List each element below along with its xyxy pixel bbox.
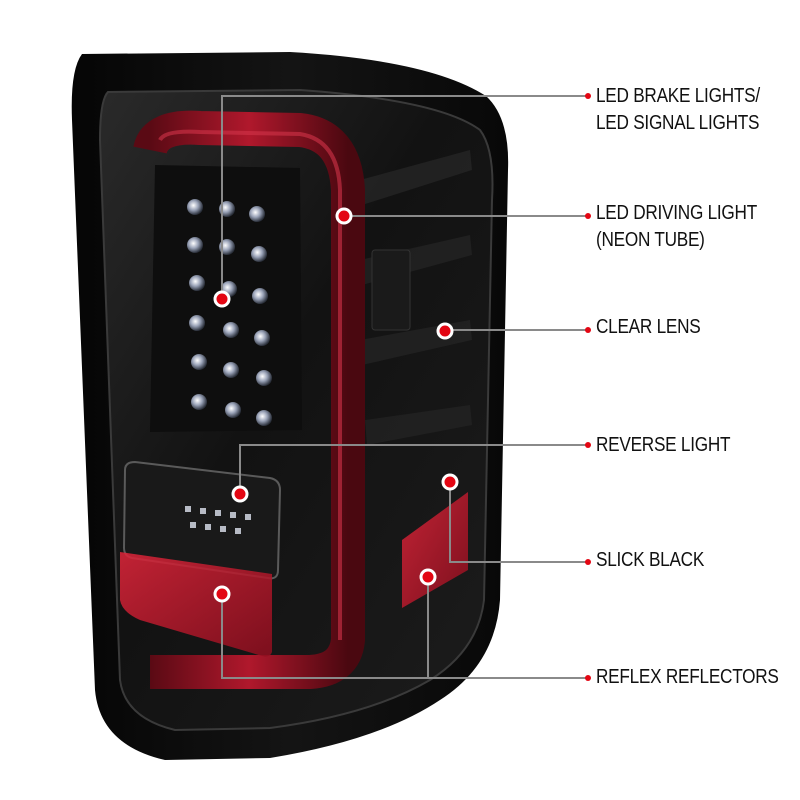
- callout-dot-reflector-left: [213, 585, 231, 603]
- label-line: CLEAR LENS: [596, 316, 701, 338]
- label-led-driving-light: LED DRIVING LIGHT (NEON TUBE): [596, 200, 757, 254]
- label-line: REFLEX REFLECTORS: [596, 666, 779, 688]
- label-reflex-reflectors: REFLEX REFLECTORS: [596, 664, 779, 691]
- leader-line-reflectors: [221, 577, 588, 679]
- callout-end-driving: [585, 213, 591, 219]
- label-slick-black: SLICK BLACK: [596, 547, 704, 574]
- callout-dot-lens: [436, 322, 454, 340]
- callout-dot-brake: [213, 290, 231, 308]
- label-clear-lens: CLEAR LENS: [596, 314, 701, 341]
- label-line: LED BRAKE LIGHTS/: [596, 85, 760, 107]
- neon-tube-light: [133, 110, 365, 689]
- callout-dot-reflector-right: [419, 568, 437, 586]
- label-line: SLICK BLACK: [596, 549, 705, 571]
- callout-dot-driving: [335, 207, 353, 225]
- callout-end-reverse: [585, 442, 591, 448]
- label-line: REVERSE LIGHT: [596, 434, 731, 456]
- callout-dot-black: [441, 473, 459, 491]
- label-line: LED DRIVING LIGHT: [596, 202, 757, 224]
- label-line: (NEON TUBE): [596, 229, 705, 251]
- callout-end-reflectors: [585, 675, 591, 681]
- callout-dot-reverse: [231, 485, 249, 503]
- callout-end-lens: [585, 327, 591, 333]
- leader-line-brake: [221, 95, 588, 298]
- reflex-reflector-left: [120, 552, 272, 657]
- leader-line-reverse: [239, 444, 588, 494]
- label-line: LED SIGNAL LIGHTS: [596, 112, 760, 134]
- label-reverse-light: REVERSE LIGHT: [596, 432, 731, 459]
- callout-end-brake: [585, 93, 591, 99]
- leader-line-black: [449, 482, 588, 563]
- label-led-brake-signal: LED BRAKE LIGHTS/ LED SIGNAL LIGHTS: [596, 83, 760, 137]
- tail-light-housing: [71, 52, 509, 760]
- reflex-reflector-right: [402, 492, 468, 608]
- callout-end-black: [585, 559, 591, 565]
